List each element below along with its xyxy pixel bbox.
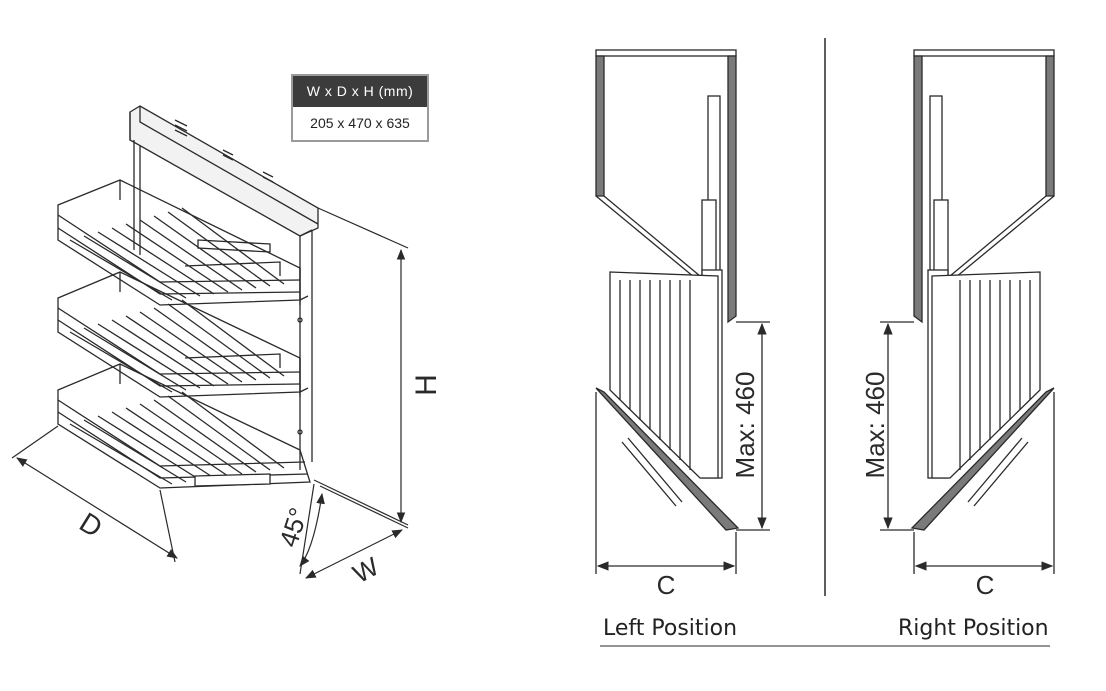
- angle-label: 45°: [273, 504, 314, 551]
- w-dimension: [299, 483, 409, 579]
- basket-bottom: [57, 363, 311, 489]
- max-label-left: Max: 460: [730, 372, 760, 479]
- h-dimension-label: H: [410, 374, 443, 396]
- left-position-plan: [595, 49, 770, 574]
- d-dimension: [11, 425, 178, 563]
- spec-table-header: W x D x H (mm): [293, 76, 427, 107]
- h-dimension: [313, 207, 409, 526]
- w-dimension-label: W: [348, 551, 384, 589]
- max-label-right: Max: 460: [860, 372, 890, 479]
- left-position-label: Left Position: [603, 616, 738, 641]
- c-label-left: C: [657, 570, 676, 600]
- spec-table: W x D x H (mm) 205 x 470 x 635: [291, 74, 429, 142]
- basket-isometric-drawing: [57, 105, 319, 489]
- back-frame: [129, 105, 319, 470]
- c-label-right: C: [976, 570, 995, 600]
- right-position-plan: [880, 49, 1055, 574]
- spec-table-value: 205 x 470 x 635: [310, 115, 410, 131]
- basket-middle: [57, 271, 301, 398]
- right-position-label: Right Position: [898, 616, 1049, 641]
